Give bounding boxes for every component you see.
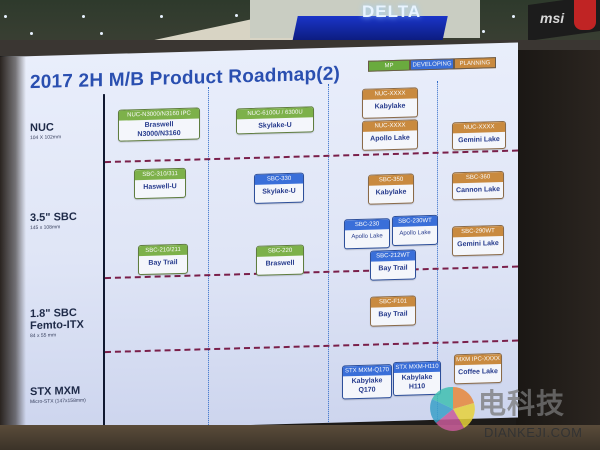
product-card: NUC-XXXX Gemini Lake [452,120,506,151]
product-card: SBC-F101 Bay Trail [370,295,416,327]
legend-mp: MP [368,59,410,72]
card-platform: Haswell-U [143,183,177,191]
card-platform: Bay Trail [378,264,408,273]
row-dimension: 84 x 55 mm [30,332,57,340]
card-model: STX MXM-H110 [394,361,440,373]
card-model: SBC-230WT [393,215,437,228]
row-name: NUC [30,121,54,135]
card-platform: Apollo Lake [351,233,383,241]
card-platform: Skylake-U [262,187,296,196]
ceiling-light [512,15,515,18]
product-card: SBC-310/311 Haswell-U [134,167,186,200]
status-legend: MP DEVELOPING PLANNING [368,57,496,72]
ceiling-light [4,15,7,18]
card-platform: Apollo Lake [399,229,431,237]
watermark-logo-icon [430,386,475,431]
card-model: SBC-310/311 [135,168,185,181]
card-platform: Gemini Lake [458,136,500,145]
card-platform: Braswell N3000/N3160 [119,118,199,139]
product-card: NUC-N3000/N3160 IPC Braswell N3000/N3160 [118,107,200,142]
row-label-sbc-35: 3.5" SBC 145 x 108mm [30,211,77,231]
product-card: SBC-350 Kabylake [368,173,414,205]
row-dimension: 104 X 102mm [30,134,62,142]
card-platform: Cannon Lake [456,186,500,195]
y-axis-line [103,94,105,433]
monitor-stand [0,425,600,450]
column-divider [208,87,209,432]
product-card: NUC-XXXX Apollo Lake [362,119,418,151]
legend-planning: PLANNING [454,57,496,70]
product-card: STX MXM-Q170 Kabylake Q170 [342,364,392,400]
card-platform: Kabylake Q170 [343,375,391,395]
ceiling-light [30,32,33,35]
product-card: NUC-6100U / 6300U Skylake-U [236,106,314,135]
row-label-sbc-18: 1.8" SBC Femto-ITX 84 x 55 mm [30,307,84,340]
card-platform: Bay Trail [378,310,408,319]
row-label-stx-mxm: STX MXM Micro-STX (147x158mm) [30,384,86,406]
watermark-cn: 电科技 [478,388,566,419]
card-platform: Kabylake [375,188,407,197]
card-platform: Kabylake [374,102,406,111]
ceiling-light [100,32,103,35]
ceiling-light [482,30,485,33]
slide-title: 2017 2H M/B Product Roadmap(2) [30,63,341,94]
background-scene: DELTA msi [0,0,600,44]
card-platform-line2: N3000/N3160 [137,129,181,139]
card-platform: Apollo Lake [370,134,410,143]
product-card: SBC-210/211 Bay Trail [138,243,188,276]
brand-badge [574,0,596,30]
product-card: SBC-230WT Apollo Lake [392,214,438,247]
card-model: SBC-212WT [371,250,415,262]
row-label-nuc: NUC 104 X 102mm [30,121,61,141]
product-card: SBC-360 Cannon Lake [452,170,504,201]
column-divider [328,83,329,428]
card-model: SBC-210/211 [139,244,187,257]
card-model: NUC-6100U / 6300U [237,107,313,120]
product-card: SBC-330 Skylake-U [254,172,304,204]
product-card: SBC-212WT Bay Trail [370,249,416,281]
card-model: STX MXM-Q170 [343,365,391,377]
ceiling-light [82,15,85,18]
screen-shadow [0,57,26,437]
watermark-en: DIANKEJI.COM [484,425,583,440]
product-card: SBC-230 Apollo Lake [344,218,390,250]
brand-sign-text: msi [540,10,565,26]
product-card: SBC-220 Braswell [256,244,304,276]
card-platform-line2: Q170 [358,386,376,394]
monitor-screen: 2017 2H M/B Product Roadmap(2) MP DEVELO… [0,42,518,433]
product-card: NUC-XXXX Kabylake [362,87,418,119]
card-platform: Skylake-U [258,121,292,130]
booth-sign: DELTA [362,2,422,21]
card-platform: Gemini Lake [457,240,499,249]
card-platform: Coffee Lake [458,368,498,377]
row-name: 3.5" SBC [30,210,77,225]
legend-developing: DEVELOPING [410,58,454,71]
row-name: STX MXM [30,384,81,399]
background-right [516,50,600,450]
card-platform: Braswell [265,259,295,268]
row-name-line2: Femto-ITX [30,318,84,333]
card-platform: Bay Trail [148,259,178,267]
row-dimension: Micro-STX (147x158mm) [30,397,86,406]
product-card: SBC-290WT Gemini Lake [452,224,504,257]
row-dimension: 145 x 108mm [30,224,61,232]
row-divider [105,149,518,164]
product-card: MXM IPC-XXXX Coffee Lake [454,352,502,385]
row-divider [105,339,518,354]
card-model: MXM IPC-XXXX [455,354,501,366]
